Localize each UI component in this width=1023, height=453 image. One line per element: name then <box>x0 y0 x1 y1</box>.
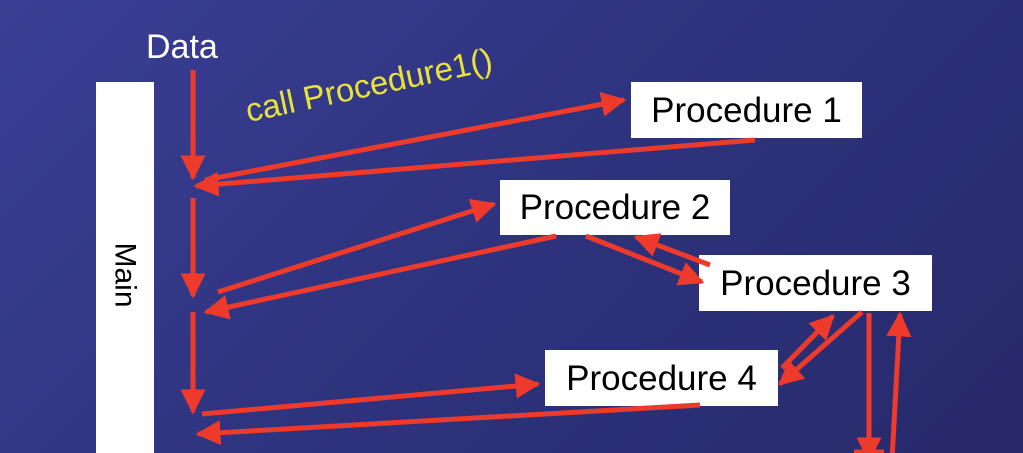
procedure-3-up-arrow <box>886 311 912 453</box>
procedure-4-box: Procedure 4 <box>545 350 778 406</box>
call-procedure-1-arrow <box>204 91 627 183</box>
return-procedure-1-arrow <box>193 137 756 197</box>
procedure-3-to-4-arrow <box>778 310 864 386</box>
call-procedure-4-arrow <box>201 373 541 417</box>
procedure-2-box: Procedure 2 <box>500 180 730 235</box>
data-label: Data <box>146 28 218 66</box>
return-procedure-3-arrow <box>633 233 711 268</box>
call-procedure-3-arrow <box>585 233 705 286</box>
procedure-1-box: Procedure 1 <box>631 82 862 138</box>
procedure-3-box: Procedure 3 <box>699 255 932 311</box>
return-procedure-4-arrow <box>195 402 701 446</box>
call-procedure-2-arrow <box>217 198 497 295</box>
procedure-4-to-3-arrow <box>780 314 835 370</box>
main-bar <box>96 82 154 453</box>
return-procedure-2-arrow <box>203 233 557 320</box>
